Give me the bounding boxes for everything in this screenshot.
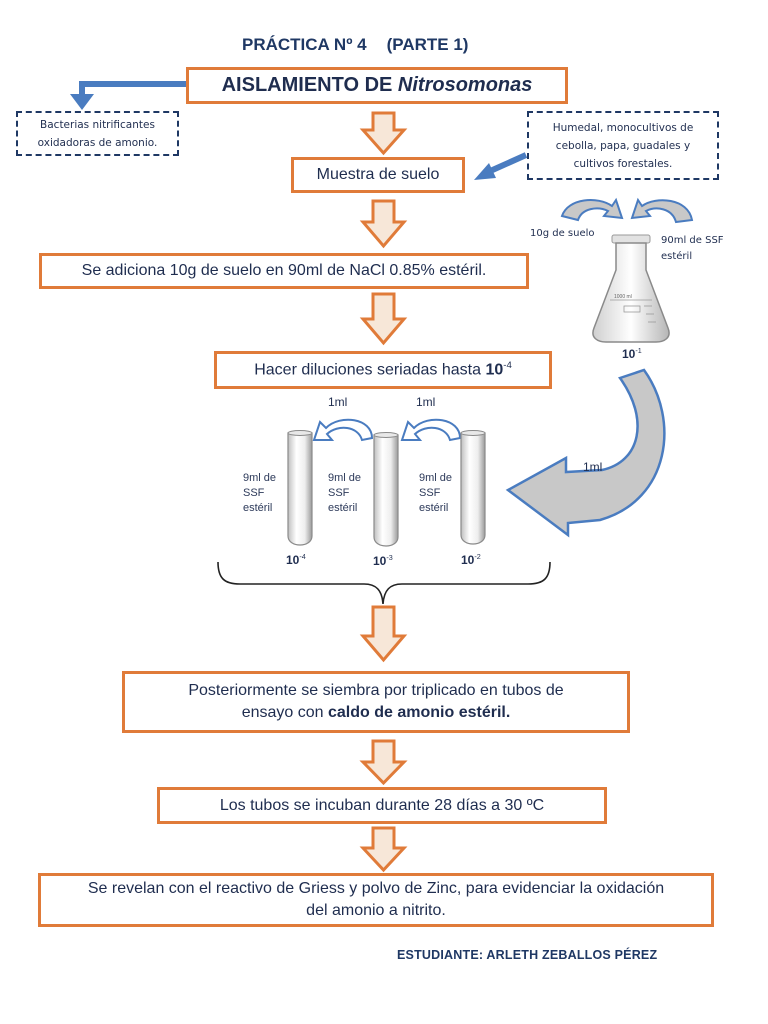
step-inoculate-line-1: Posteriormente se siembra por triplicado…: [188, 682, 564, 699]
flask-dilution-label: 10-1: [622, 346, 642, 361]
left-note-box: Bacterias nitrificantes oxidadoras de am…: [16, 111, 179, 156]
tube-1-content-label: 9ml de SSF estéril: [243, 471, 276, 516]
tube-2-content-line-2: SSF: [328, 487, 350, 499]
transfer-arrow-left: [312, 418, 374, 442]
step-add-soil-text: Se adiciona 10g de suelo en 90ml de NaCl…: [81, 262, 487, 279]
step-reveal-line-2: del amonio a nitrito.: [306, 902, 446, 919]
flask-ssf-label: 90ml de SSF estéril: [661, 233, 724, 265]
step-soil-sample-text: Muestra de suelo: [316, 166, 440, 183]
right-note-line-1: Humedal, monocultivos de: [552, 121, 694, 134]
flask-dilution-exp: -1: [635, 346, 642, 355]
tube-2-content-line-1: 9ml de: [328, 472, 362, 484]
left-note-line-2: oxidadoras de amonio.: [37, 136, 158, 149]
step-serial-dilutions-text: Hacer diluciones seriadas hasta 10-4: [254, 360, 512, 379]
tube-1-content-line-3: estéril: [243, 502, 273, 514]
step-inoculate-line-2: ensayo con caldo de amonio estéril.: [188, 702, 563, 724]
transfer-arrow-right: [400, 418, 462, 442]
step-reveal-line-1: Se revelan con el reactivo de Griess y p…: [87, 880, 665, 897]
step-add-soil: Se adiciona 10g de suelo en 90ml de NaCl…: [39, 253, 529, 289]
tube-2-dilution-label: 10-3: [373, 553, 393, 568]
down-arrow-1: [359, 111, 408, 156]
down-arrow-3: [359, 292, 408, 346]
practice-title: PRÁCTICA Nº 4 (PARTE 1): [242, 35, 468, 55]
main-title-box: AISLAMIENTO DE Nitrosomonas: [186, 67, 568, 104]
tube-3-dilution-base: 10: [461, 553, 475, 567]
down-arrow-5: [359, 739, 408, 786]
step-incubate: Los tubos se incuban durante 28 días a 3…: [157, 787, 607, 824]
grouping-brace: [217, 561, 551, 605]
flask-ssf-label-line-2: estéril: [661, 251, 693, 262]
tube-1-dilution-base: 10: [286, 553, 300, 567]
test-tube-3: [460, 430, 486, 545]
tube-3-content-line-2: SSF: [419, 487, 441, 499]
tube-1-dilution-exp: -4: [299, 552, 306, 561]
note-to-sample-arrow: [474, 152, 528, 180]
flask-ssf-label-line-1: 90ml de SSF: [661, 235, 724, 246]
tube-3-dilution-exp: -2: [474, 552, 481, 561]
step-incubate-text: Los tubos se incuban durante 28 días a 3…: [219, 796, 545, 814]
tube-2-content-line-3: estéril: [328, 502, 358, 514]
down-arrow-2: [359, 199, 408, 249]
tube-3-content-line-1: 9ml de: [419, 472, 453, 484]
step-serial-dilutions-prefix: Hacer diluciones seriadas hasta: [254, 361, 486, 379]
tube-3-dilution-label: 10-2: [461, 552, 481, 567]
step-inoculate-line-2-prefix: ensayo con: [241, 704, 328, 721]
flask-to-tubes-arrow: [505, 368, 666, 538]
erlenmeyer-flask: [592, 234, 670, 343]
tube-1-dilution-label: 10-4: [286, 552, 306, 567]
tube-2-content-label: 9ml de SSF estéril: [328, 471, 361, 516]
step-soil-sample: Muestra de suelo: [291, 157, 465, 193]
tube-3-content-line-3: estéril: [419, 502, 449, 514]
main-title-organism: Nitrosomonas: [397, 74, 533, 96]
step-serial-dilutions: Hacer diluciones seriadas hasta 10-4: [214, 351, 552, 389]
flask-dilution-base: 10: [622, 347, 636, 361]
step-serial-dilutions-exp: -4: [503, 360, 512, 372]
flask-volume-mark: 1000 ml: [614, 294, 632, 300]
transfer-left-label: 1ml: [328, 395, 348, 409]
right-note-line-2: cebolla, papa, guadales y: [555, 139, 691, 152]
left-note-line-1: Bacterias nitrificantes: [40, 118, 155, 131]
tube-1-content-line-2: SSF: [243, 487, 265, 499]
right-note-box: Humedal, monocultivos de cebolla, papa, …: [527, 111, 719, 180]
tube-2-dilution-exp: -3: [386, 553, 393, 562]
flask-transfer-label: 1ml: [583, 460, 603, 474]
test-tube-1: [287, 430, 313, 546]
tube-1-content-line-1: 9ml de: [243, 472, 277, 484]
step-inoculate: Posteriormente se siembra por triplicado…: [122, 671, 630, 733]
step-reveal: Se revelan con el reactivo de Griess y p…: [38, 873, 714, 927]
soil-into-flask-arrow: [560, 197, 624, 222]
flask-soil-label: 10g de suelo: [530, 228, 595, 239]
down-arrow-4: [359, 605, 408, 663]
student-credit: ESTUDIANTE: ARLETH ZEBALLOS PÉREZ: [397, 948, 658, 962]
down-arrow-6: [359, 826, 408, 873]
step-serial-dilutions-base: 10: [485, 361, 504, 379]
transfer-right-label: 1ml: [416, 395, 436, 409]
ssf-into-flask-arrow: [630, 197, 694, 224]
practice-number: PRÁCTICA Nº 4: [242, 35, 367, 54]
main-title-prefix: AISLAMIENTO DE: [221, 74, 398, 96]
right-note-line-3: cultivos forestales.: [573, 157, 673, 170]
step-inoculate-line-2-bold: caldo de amonio estéril.: [328, 704, 511, 721]
practice-part: (PARTE 1): [386, 35, 469, 54]
title-to-note-arrow: [70, 81, 186, 110]
tube-2-dilution-base: 10: [373, 554, 387, 568]
test-tube-2: [373, 432, 399, 547]
tube-3-content-label: 9ml de SSF estéril: [419, 471, 452, 516]
